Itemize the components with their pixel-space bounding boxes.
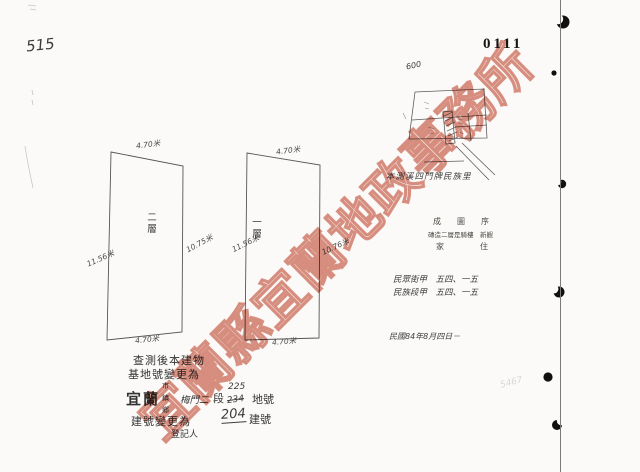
sheet-number-stamp: 0111 xyxy=(483,36,524,52)
floor-plan-left-outline xyxy=(106,151,184,341)
page-note-515: 515 xyxy=(25,34,56,56)
floor-plan-right-outline xyxy=(244,152,321,341)
section-name: 梅門二 xyxy=(180,395,209,406)
change-note-line1: 查測後本建物 xyxy=(133,354,205,367)
lot-reference-line-1: 民眾街甲 五四、一五 xyxy=(393,275,479,285)
lot-number-new: 225 xyxy=(228,382,246,392)
page-edge-line xyxy=(560,0,562,472)
lot-reference-line-2: 民族段甲 五四、一五 xyxy=(393,288,479,298)
change-note-line2: 基地號變更為 xyxy=(128,368,200,381)
house-number-note: 本測溪四門牌民族里 xyxy=(386,172,472,182)
section-word: 段 xyxy=(213,392,224,405)
admin-option-township: 鄉 xyxy=(162,406,169,414)
date-note: 民國84年8月四日－ xyxy=(389,332,461,341)
scan-artifacts xyxy=(543,13,570,430)
dim-right-plan-bottom: 4.70米 xyxy=(271,335,297,348)
stamp-block-row1: 成 圖 序 xyxy=(433,217,493,226)
change-note-line3: 建號變更為 xyxy=(131,415,191,428)
registrar-label: 登記人 xyxy=(171,430,199,440)
admin-option-city: 市 xyxy=(162,382,169,390)
pencil-artifacts xyxy=(24,4,37,189)
floor-label-first: 一層 xyxy=(250,217,261,240)
building-number: 204 xyxy=(220,406,247,424)
city-name: 宜蘭 xyxy=(126,390,161,408)
admin-option-town: 鎮 xyxy=(162,394,169,402)
lot-word: 地號 xyxy=(252,393,274,406)
floor-label-second: 二層 xyxy=(145,212,156,235)
stamp-block-row3: 家 住 xyxy=(436,242,491,251)
stamp-block-row2: 磚造二層是騎樓 新觀 xyxy=(428,231,493,239)
site-sketch xyxy=(402,88,496,181)
building-word: 建號 xyxy=(249,413,271,426)
